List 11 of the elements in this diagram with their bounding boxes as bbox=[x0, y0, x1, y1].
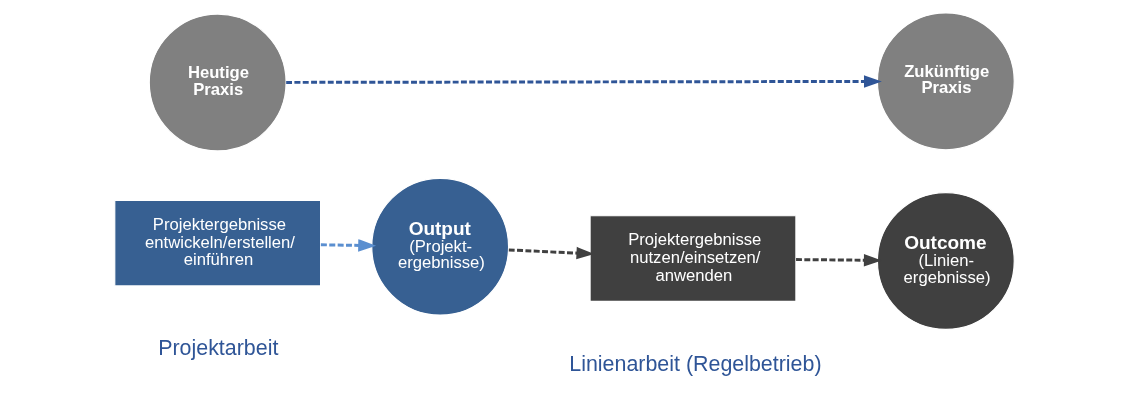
node-circle: Zukünftige Praxis bbox=[876, 12, 1015, 151]
node-circle: Outcome (Linien- ergebnisse) bbox=[876, 191, 1015, 330]
label: Linienarbeit (Regelbetrieb) bbox=[568, 351, 822, 376]
node-box: Projektergebnisse nutzen/einsetzen/ anwenden bbox=[589, 215, 796, 303]
node-circle: Output (Projekt- ergebnisse) bbox=[370, 177, 509, 316]
arrow bbox=[285, 75, 882, 88]
arrow bbox=[508, 246, 594, 260]
node-circle: Heutige Praxis bbox=[148, 13, 287, 152]
node-box: Projektergebnisse entwickeln/erstellen/ einführen bbox=[113, 199, 321, 287]
arrow bbox=[320, 239, 376, 252]
label: Projektarbeit bbox=[157, 336, 278, 361]
